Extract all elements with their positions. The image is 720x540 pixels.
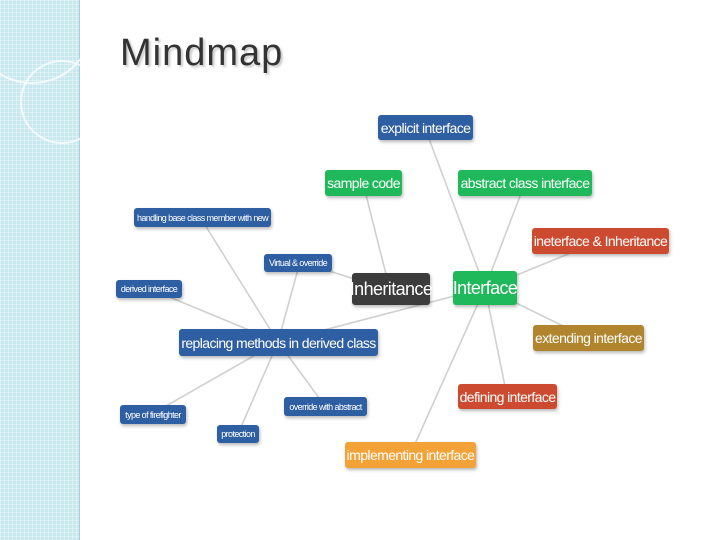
node-type-of-firefighter[interactable]: type of firefighter (120, 405, 186, 424)
node-protection[interactable]: protection (217, 425, 259, 443)
node-implementing-interface[interactable]: implementing interface (345, 442, 476, 468)
node-virtual-override[interactable]: Virtual & override (264, 254, 332, 272)
link-handling-base (199, 216, 279, 343)
node-override-with-abstract[interactable]: override with abstract (284, 397, 367, 416)
node-replacing-methods[interactable]: replacing methods in derived class (179, 329, 378, 356)
node-extending-interface[interactable]: extending interface (533, 325, 644, 351)
node-interface[interactable]: Interface (453, 271, 518, 305)
link-defining-interface (484, 287, 508, 397)
link-implementing-interface (409, 287, 486, 456)
node-ineterface-inheritance[interactable]: ineterface & Inheritance (532, 228, 669, 254)
node-explicit-interface[interactable]: explicit interface (378, 115, 473, 140)
decorative-ring (20, 60, 104, 144)
node-defining-interface[interactable]: defining interface (458, 384, 557, 409)
node-handling-base-class-member[interactable]: handling base class member with new (134, 208, 271, 227)
side-decoration-panel (0, 0, 104, 540)
node-derived-interface[interactable]: derived interface (116, 280, 182, 298)
link-abstract-class-interface (484, 182, 526, 289)
link-explicit-interface (424, 127, 486, 289)
link-sample-code (362, 182, 391, 291)
node-sample-code[interactable]: sample code (325, 170, 402, 196)
link-virtual-override-2 (277, 261, 301, 343)
slide-title: Mindmap (120, 32, 284, 74)
link-protection (237, 341, 279, 435)
node-inheritance[interactable]: Inheritance (350, 273, 433, 305)
node-abstract-class-interface[interactable]: abstract class interface (458, 170, 592, 196)
